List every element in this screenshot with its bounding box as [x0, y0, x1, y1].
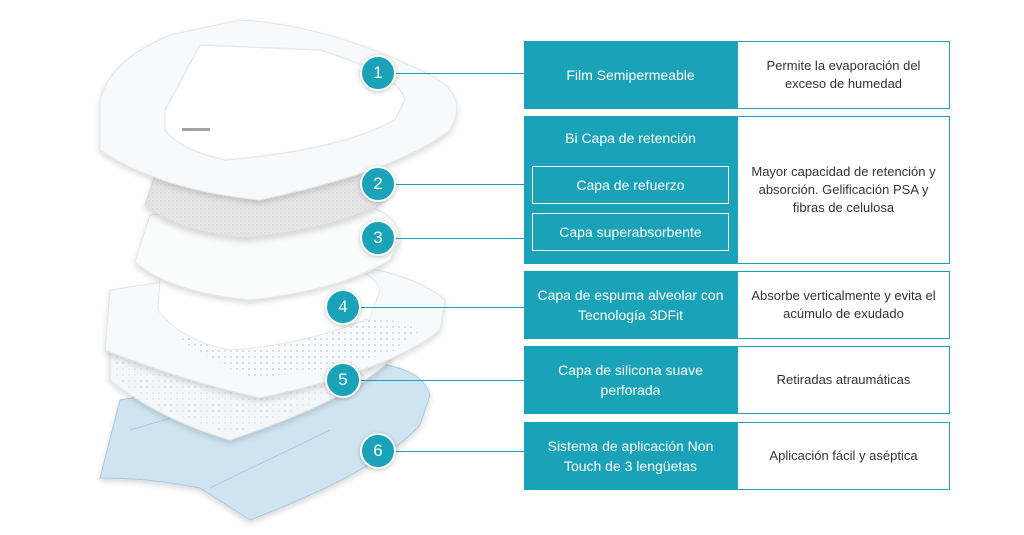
connector-1	[396, 73, 524, 74]
layer-6-title: Sistema de aplicación Non Touch de 3 len…	[524, 422, 737, 490]
layer-6-row: Sistema de aplicación Non Touch de 3 len…	[524, 422, 950, 490]
layer-5-row: Capa de silicona suave perforada Retirad…	[524, 346, 950, 414]
layer-5-title: Capa de silicona suave perforada	[524, 346, 737, 414]
layer-2-badge: 2	[360, 166, 396, 202]
layer-3-badge: 3	[360, 220, 396, 256]
layer-4-badge: 4	[325, 289, 361, 325]
layer-4-description: Absorbe verticalmente y evita el acúmulo…	[737, 271, 950, 339]
layer-1-badge: 1	[360, 55, 396, 91]
layer-3-subtitle: Capa superabsorbente	[532, 213, 729, 251]
retention-description: Mayor capacidad de retención y absorción…	[737, 116, 950, 264]
layer-1-title: Film Semipermeable	[524, 41, 737, 109]
retention-title: Bi Capa de retención	[565, 130, 696, 146]
layer-4-row: Capa de espuma alveolar con Tecnología 3…	[524, 271, 950, 339]
layer-5-badge: 5	[325, 362, 361, 398]
layer-4-title: Capa de espuma alveolar con Tecnología 3…	[524, 271, 737, 339]
layer-2-subtitle: Capa de refuerzo	[532, 166, 729, 204]
connector-2	[396, 184, 524, 185]
connector-4	[361, 307, 524, 308]
connector-5	[361, 380, 524, 381]
layer-1-description: Permite la evaporación del exceso de hum…	[737, 41, 950, 109]
layer-6-description: Aplicación fácil y aséptica	[737, 422, 950, 490]
connector-6	[396, 451, 524, 452]
layer-1-row: Film Semipermeable Permite la evaporació…	[524, 41, 950, 109]
layer-6-badge: 6	[360, 433, 396, 469]
dressing-layers-illustration	[99, 19, 458, 521]
connector-3	[396, 238, 524, 239]
retention-row: Bi Capa de retención Capa de refuerzo Ca…	[524, 116, 950, 264]
layer-5-description: Retiradas atraumáticas	[737, 346, 950, 414]
retention-panel	[524, 116, 737, 264]
